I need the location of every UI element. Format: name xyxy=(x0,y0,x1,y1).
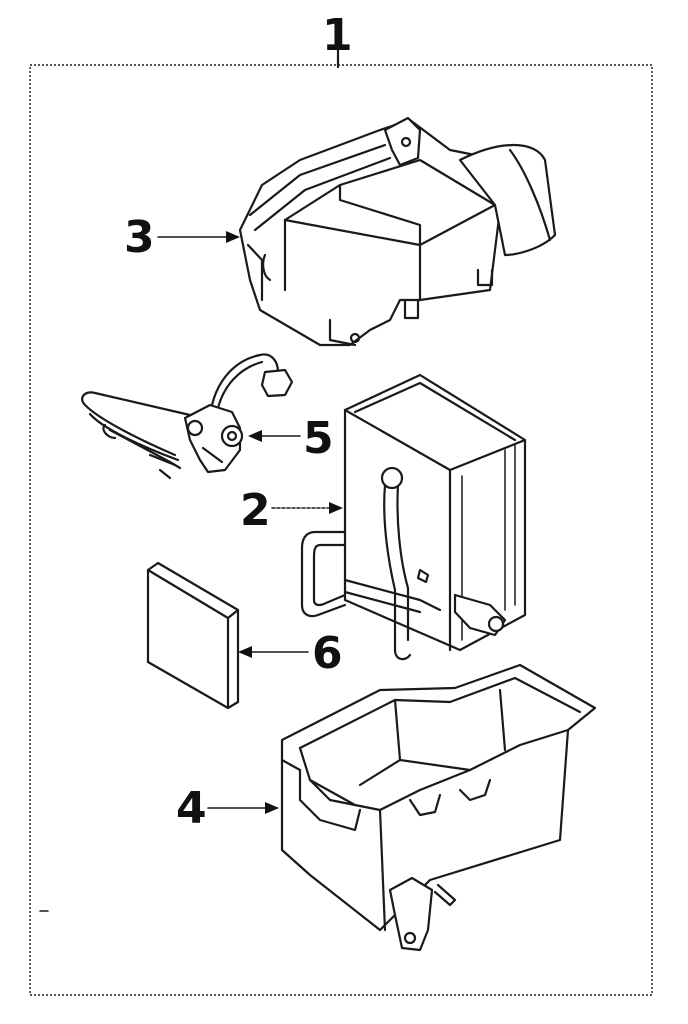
upper-case-part xyxy=(238,116,557,347)
evaporator-core-part xyxy=(300,373,527,661)
leader-5 xyxy=(248,430,301,442)
assembly-frame xyxy=(29,43,653,996)
callout-3: 3 xyxy=(124,212,155,263)
leader-3 xyxy=(157,231,240,243)
leader-2 xyxy=(271,502,343,514)
filter-part xyxy=(146,561,240,710)
callout-5: 5 xyxy=(303,413,334,464)
callout-1: 1 xyxy=(322,10,353,61)
leader-6 xyxy=(238,646,309,658)
leader-4 xyxy=(207,802,279,814)
callout-4: 4 xyxy=(176,783,207,834)
lower-case-part xyxy=(280,663,597,952)
callout-6: 6 xyxy=(312,628,343,679)
callout-2: 2 xyxy=(240,485,271,536)
expansion-valve-part xyxy=(81,353,294,480)
